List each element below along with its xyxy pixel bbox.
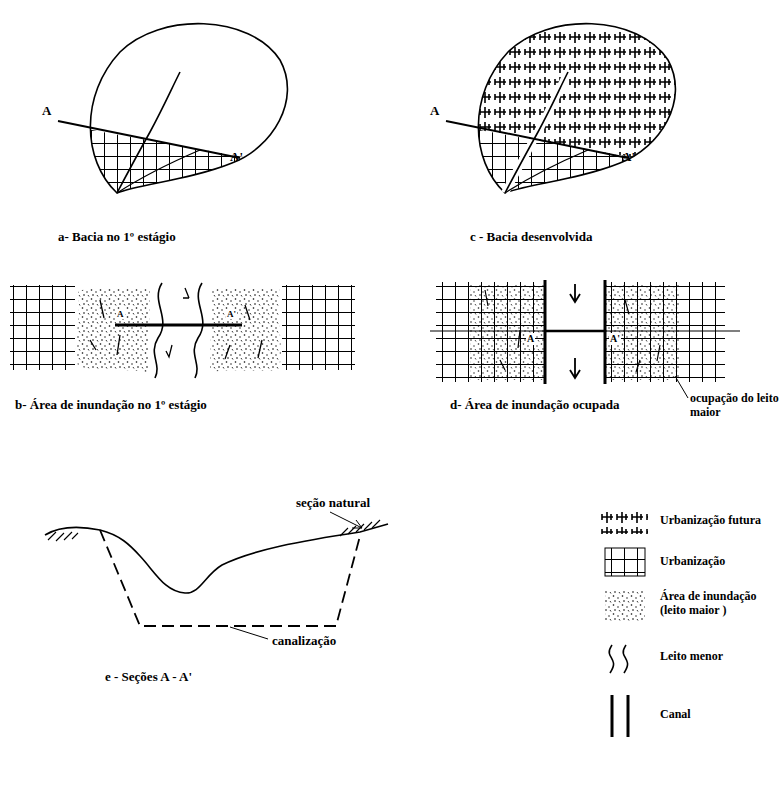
caption-label: d- Área de inundação ocupada	[450, 398, 620, 413]
legend-samples	[600, 512, 648, 737]
caption-label: c - Bacia desenvolvida	[470, 230, 592, 245]
section-marker: A	[430, 104, 439, 119]
legend-sample	[600, 512, 648, 534]
caption-label: a- Bacia no 1º estágio	[58, 230, 176, 245]
flood-area-b	[10, 283, 355, 378]
legend-text: Leito menor	[660, 650, 723, 664]
section-marker: A'	[226, 309, 237, 319]
legend-text: Urbanização	[660, 555, 725, 569]
legend-sample	[605, 548, 645, 576]
basin-a	[40, 24, 300, 210]
legend-text: Urbanização futura	[660, 514, 761, 528]
section-marker: A'	[622, 150, 635, 165]
basin-c	[428, 24, 688, 210]
legend-sample	[612, 695, 628, 737]
section-marker: A'	[609, 333, 621, 345]
caption-label: ocupação do leito maior	[690, 392, 780, 420]
legend-text: Área de inundação (leito maior )	[660, 590, 778, 618]
caption-label: canalização	[272, 634, 336, 649]
caption-label: b- Área de inundação no 1º estágio	[15, 398, 207, 413]
caption-label: e - Seções A - A'	[105, 670, 192, 685]
section-marker: A	[526, 333, 535, 345]
section-marker: A'	[230, 150, 243, 165]
section-marker: A	[116, 309, 125, 319]
legend-text: Canal	[660, 708, 691, 722]
section-marker: A	[42, 104, 51, 119]
legend-sample	[605, 590, 645, 622]
caption-label: seção natural	[296, 496, 370, 511]
legend-sample	[609, 645, 627, 673]
cross-section	[45, 512, 388, 639]
flood-area-d	[430, 280, 740, 398]
